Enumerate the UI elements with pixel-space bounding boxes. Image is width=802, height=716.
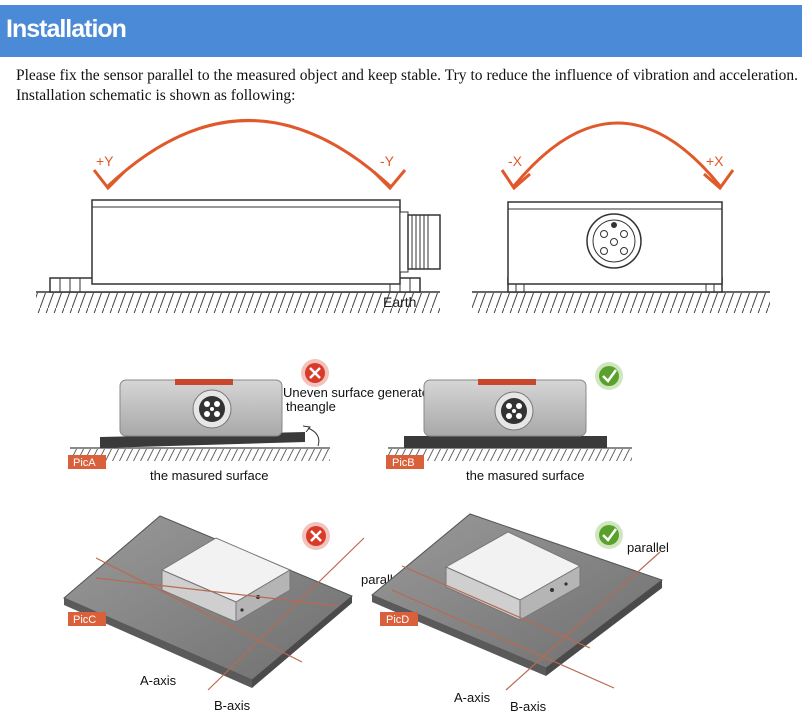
top-schematic: +Y -Y -X +X Earth <box>36 119 770 313</box>
parallel-label-d: parallel <box>627 540 669 555</box>
surface-label-a: the masured surface <box>150 468 269 483</box>
right-icon <box>595 362 623 390</box>
section-header: Installation <box>0 5 802 57</box>
bottom-schematic: PicC A-axis B-axis parallel PicD paralle… <box>63 513 669 714</box>
y-arrow-head-right <box>372 169 407 191</box>
even-plate <box>404 436 607 448</box>
section-title: Installation <box>6 15 127 43</box>
minus-x-label: -X <box>508 153 523 169</box>
ground-hatch-right <box>472 293 770 313</box>
surface-label-b: the masured surface <box>466 468 585 483</box>
a-axis-label-c: A-axis <box>140 673 177 688</box>
pic-c-label: PicC <box>73 614 96 626</box>
minus-y-label: -Y <box>380 153 395 169</box>
b-axis-line-d <box>505 551 661 691</box>
b-axis-line-c <box>207 537 365 691</box>
uneven-note-line2: theangle <box>286 399 336 414</box>
sensor-line-d <box>401 565 591 649</box>
sensor-b <box>423 379 587 437</box>
wrong-icon-c <box>302 522 330 550</box>
ground-hatch-b <box>388 449 632 461</box>
x-arrow-head-right <box>703 169 735 191</box>
pic-a-tag <box>68 455 106 469</box>
sensor-a <box>119 379 283 437</box>
sensor-line-c <box>95 577 339 607</box>
pic-c-tag <box>68 612 106 626</box>
x-rotation-arrow <box>512 121 722 187</box>
pic-b-tag <box>386 455 424 469</box>
a-axis-line-d <box>391 589 615 689</box>
b-axis-label-d: B-axis <box>510 699 547 714</box>
a-axis-label-d: A-axis <box>454 690 491 705</box>
angle-mark <box>307 427 320 447</box>
sensor-box-c <box>160 537 292 623</box>
plus-x-label: +X <box>706 153 724 169</box>
earth-label: Earth <box>383 294 416 310</box>
pic-a-label: PicA <box>73 457 96 469</box>
middle-schematic: Uneven surface generates theangle PicA t… <box>68 359 632 483</box>
sensor-side-view <box>49 199 441 293</box>
uneven-note-line1: Uneven surface generates <box>283 385 436 400</box>
a-axis-line-c <box>95 557 303 663</box>
b-axis-label-c: B-axis <box>214 698 251 713</box>
wrong-icon <box>301 359 329 387</box>
pic-b-label: PicB <box>392 457 415 469</box>
plus-y-label: +Y <box>96 153 114 169</box>
y-arrow-head-left <box>92 169 126 191</box>
intro-text: Please fix the sensor parallel to the me… <box>16 67 798 104</box>
pic-d-tag <box>380 612 418 626</box>
sensor-front-view <box>507 201 723 293</box>
ground-hatch-a <box>70 449 330 461</box>
x-arrow-head-left <box>500 169 531 191</box>
sensor-box-d <box>444 531 582 621</box>
ground-hatch-left <box>36 293 440 313</box>
y-rotation-arrow <box>106 119 392 188</box>
right-icon-d <box>595 521 623 549</box>
pic-d-label: PicD <box>386 614 409 626</box>
